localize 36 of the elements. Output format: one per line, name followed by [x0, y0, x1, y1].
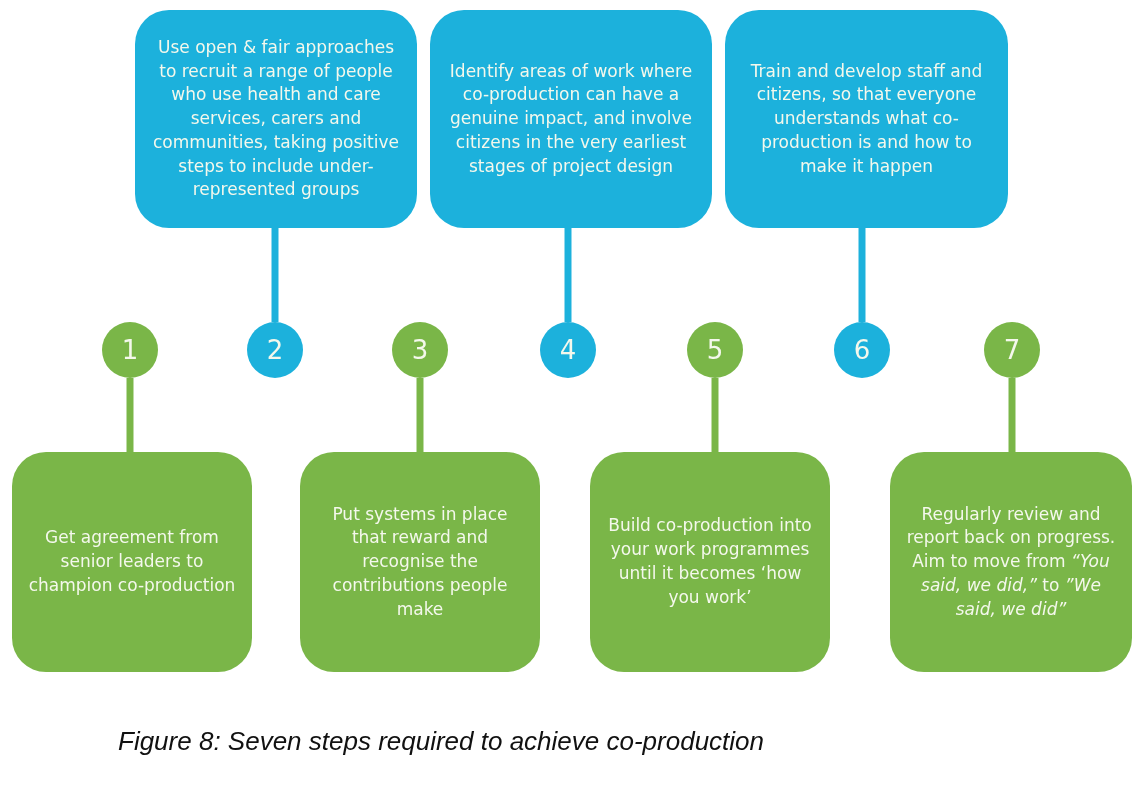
step-number: 1: [121, 335, 139, 365]
step-number-circle: [102, 322, 158, 378]
step-number: 2: [266, 335, 284, 365]
connector-stem: [1008, 378, 1016, 452]
connector-stem: [271, 228, 279, 322]
step-card: [135, 10, 417, 228]
step-number-circle: [834, 322, 890, 378]
step-card: [12, 452, 252, 672]
step-number-circle: [540, 322, 596, 378]
step-description: Identify areas of work where co-production can have a genuine impact, and involve citizens in the very earliest stages of project design: [448, 59, 694, 178]
step-number-circle: [247, 322, 303, 378]
step-number: 3: [411, 335, 429, 365]
step-card: [890, 452, 1132, 672]
step-card: [430, 10, 712, 228]
step-number-circle: [984, 322, 1040, 378]
step-number: 7: [1003, 335, 1021, 365]
step-description: Get agreement from senior leaders to champion co-production: [27, 526, 237, 597]
step-description: Build co-production into your work programmes until it becomes ‘how you work’: [607, 514, 813, 609]
step-number-circle: [687, 322, 743, 378]
step-card: [300, 452, 540, 672]
step-number: 6: [853, 335, 871, 365]
step-number: 4: [559, 335, 577, 365]
connector-stem: [416, 378, 424, 452]
connector-stem: [711, 378, 719, 452]
connector-stem: [858, 228, 866, 322]
step-description: Train and develop staff and citizens, so that everyone understands what co-production is and how to make it happen: [749, 59, 984, 178]
step-description: Put systems in place that reward and recognise the contributions people make: [331, 502, 509, 621]
step-card: [590, 452, 830, 672]
step-description: Regularly review and report back on progress. Aim to move from “You said, we did,” to ”We said, we did”: [905, 502, 1117, 621]
connector-stem: [126, 378, 134, 452]
step-description: Use open & fair approaches to recruit a range of people who use health and care services, carers and communities, taking positive steps to include under-represented groups: [152, 35, 400, 202]
connector-stem: [564, 228, 572, 322]
step-number-circle: [392, 322, 448, 378]
step-number: 5: [706, 335, 724, 365]
figure-caption: Figure 8: Seven steps required to achieve co-production: [118, 726, 765, 757]
step-card: [725, 10, 1008, 228]
